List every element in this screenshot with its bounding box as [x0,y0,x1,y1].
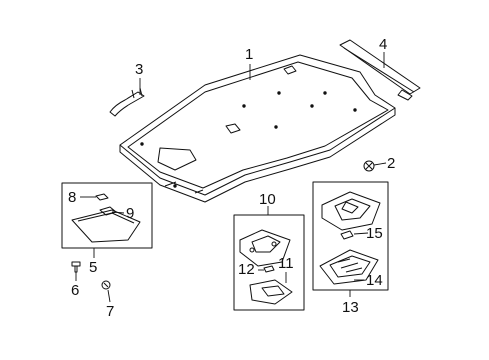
callout-10: 10 [259,191,276,208]
dome-lamp-housing [321,191,381,231]
grab-handle [109,87,145,117]
callout-5: 5 [89,259,98,276]
dome-lamp-lens [319,249,379,285]
callout-8: 8 [68,189,77,206]
callout-2: 2 [387,155,396,172]
clip [363,160,375,172]
map-lamp-housing [239,229,291,267]
bolt [71,261,81,273]
box-5 [61,182,153,249]
callout-15: 15 [366,225,383,242]
map-lamp-lens [249,279,293,305]
dome-bulb [340,230,354,240]
box-13 [312,181,389,291]
visor-clip [95,193,109,201]
trim-strip [339,39,421,101]
callout-12: 12 [238,261,255,278]
leader-lines [75,52,387,303]
callout-13: 13 [342,299,359,316]
callout-4: 4 [379,36,388,53]
callout-11: 11 [278,255,294,272]
screw [101,280,111,290]
headliner-panel [119,54,396,203]
callout-7: 7 [106,303,115,320]
callout-14: 14 [366,272,383,289]
bulb [263,265,275,273]
box-10 [233,214,305,311]
callout-6: 6 [71,282,80,299]
callout-3: 3 [135,61,144,78]
callout-1: 1 [245,46,254,63]
callout-9: 9 [126,205,135,222]
